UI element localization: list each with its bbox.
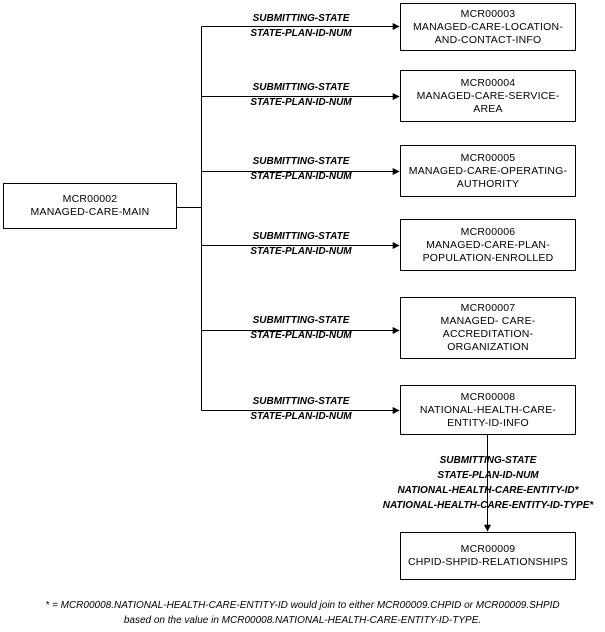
child-table-code: MCR00003	[460, 7, 516, 20]
join-key-line: STATE-PLAN-ID-NUM	[250, 28, 352, 39]
footnote: * = MCR00008.NATIONAL-HEALTH-CARE-ENTITY…	[0, 598, 605, 628]
join-key-label: SUBMITTING-STATE STATE-PLAN-ID-NUM	[196, 80, 406, 110]
main-table-name: MANAGED-CARE-MAIN	[30, 206, 150, 218]
join-key-line: STATE-PLAN-ID-NUM	[250, 246, 352, 257]
child-table-box: MCR00007 MANAGED- CARE- ACCREDITATION- O…	[400, 297, 576, 359]
child-table-code: MCR00008	[460, 390, 516, 403]
join-key-line: SUBMITTING-STATE	[252, 13, 350, 24]
join-key-line: SUBMITTING-STATE	[252, 82, 350, 93]
child-table-box: MCR00008 NATIONAL-HEALTH-CARE- ENTITY-ID…	[400, 385, 576, 435]
join-key-line: STATE-PLAN-ID-NUM	[250, 97, 352, 108]
child-table-name-line: MANAGED-CARE-PLAN-	[426, 238, 550, 251]
join-key-label: SUBMITTING-STATE STATE-PLAN-ID-NUM	[196, 229, 406, 259]
join-key-line: SUBMITTING-STATE	[252, 156, 350, 167]
join-key-line: STATE-PLAN-ID-NUM	[437, 470, 539, 481]
grandchild-join-key-label: SUBMITTING-STATE STATE-PLAN-ID-NUM NATIO…	[362, 453, 605, 513]
child-table-name-line: AND-CONTACT-INFO	[434, 33, 542, 46]
child-table-name-line: AREA	[473, 102, 503, 115]
child-table-name-line: POPULATION-ENROLLED	[422, 251, 554, 264]
join-key-label: SUBMITTING-STATE STATE-PLAN-ID-NUM	[196, 313, 406, 343]
child-table-code: MCR00007	[460, 302, 516, 314]
join-key-line: SUBMITTING-STATE	[252, 231, 350, 242]
grandchild-table-code: MCR00009	[460, 543, 516, 555]
join-key-line: NATIONAL-HEALTH-CARE-ENTITY-ID-TYPE*	[382, 500, 594, 511]
join-key-label: SUBMITTING-STATE STATE-PLAN-ID-NUM	[196, 394, 406, 424]
join-key-line: STATE-PLAN-ID-NUM	[250, 330, 352, 341]
child-table-box: MCR00003 MANAGED-CARE-LOCATION- AND-CONT…	[400, 3, 576, 51]
child-table-name-line: ACCREDITATION-	[442, 328, 534, 340]
join-key-line: STATE-PLAN-ID-NUM	[250, 171, 352, 182]
grandchild-table-box: MCR00009 CHPID-SHPID-RELATIONSHIPS	[400, 532, 576, 580]
child-table-name-line: MANAGED-CARE-OPERATING-	[408, 164, 568, 177]
footnote-line: based on the value in MCR00008.NATIONAL-…	[123, 615, 482, 626]
join-key-label: SUBMITTING-STATE STATE-PLAN-ID-NUM	[196, 154, 406, 184]
child-table-box: MCR00004 MANAGED-CARE-SERVICE- AREA	[400, 70, 576, 122]
join-key-line: SUBMITTING-STATE	[252, 315, 350, 326]
child-table-box: MCR00005 MANAGED-CARE-OPERATING- AUTHORI…	[400, 145, 576, 197]
child-table-name-line: ENTITY-ID-INFO	[447, 416, 529, 429]
join-key-line: NATIONAL-HEALTH-CARE-ENTITY-ID*	[397, 485, 579, 496]
join-key-line: SUBMITTING-STATE	[439, 455, 537, 466]
child-table-name-line: MANAGED- CARE-	[440, 315, 536, 327]
child-table-name-line: AUTHORITY	[456, 177, 520, 190]
child-table-code: MCR00004	[460, 76, 516, 89]
child-table-name-line: MANAGED-CARE-LOCATION-	[412, 20, 564, 33]
join-key-line: STATE-PLAN-ID-NUM	[250, 411, 352, 422]
join-key-line: SUBMITTING-STATE	[252, 396, 350, 407]
child-table-name-line: NATIONAL-HEALTH-CARE-	[419, 403, 557, 416]
main-table-box: MCR00002 MANAGED-CARE-MAIN	[3, 183, 177, 229]
child-table-name-line: MANAGED-CARE-SERVICE-	[416, 89, 560, 102]
main-table-code: MCR00002	[62, 193, 118, 205]
child-table-code: MCR00006	[460, 225, 516, 238]
child-table-name-line: ORGANIZATION	[447, 341, 529, 353]
child-table-code: MCR00005	[460, 151, 516, 164]
join-key-label: SUBMITTING-STATE STATE-PLAN-ID-NUM	[196, 11, 406, 41]
child-table-box: MCR00006 MANAGED-CARE-PLAN- POPULATION-E…	[400, 219, 576, 271]
grandchild-table-name: CHPID-SHPID-RELATIONSHIPS	[408, 556, 568, 568]
footnote-line: * = MCR00008.NATIONAL-HEALTH-CARE-ENTITY…	[45, 600, 560, 611]
